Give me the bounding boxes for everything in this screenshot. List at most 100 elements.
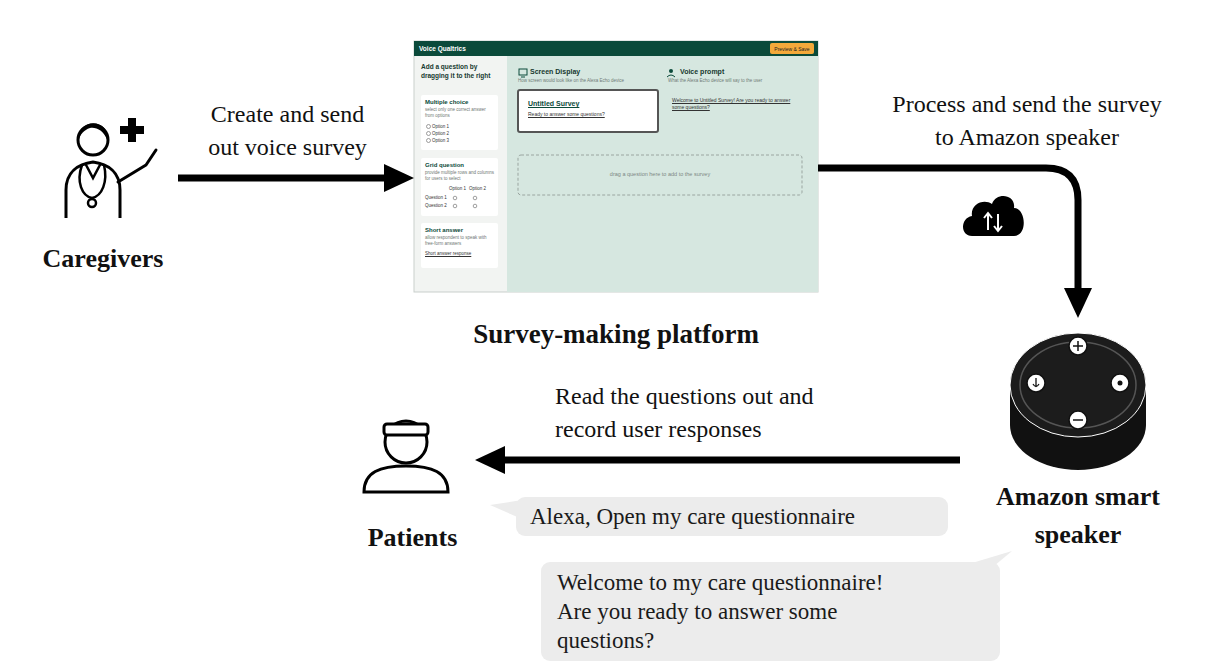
node-label: How screen would look like on the Alexa …: [518, 78, 658, 84]
speaker-button: [1069, 411, 1087, 429]
text-slot: Question 2: [425, 203, 447, 209]
question-card: [421, 223, 498, 268]
patient-figure: Patients: [350, 400, 475, 560]
node-label: allow respondent to speak with free-form…: [425, 235, 495, 246]
speaker-button: [1111, 374, 1129, 392]
text-slot: Short answer: [425, 227, 495, 234]
speaker-top: [1010, 333, 1146, 437]
voice-icon: [667, 75, 675, 77]
radio-circle: [427, 125, 431, 129]
editor-panel: [507, 56, 818, 292]
caregiver-body: [66, 162, 120, 218]
node-label: Patients: [350, 522, 475, 554]
screen-preview-card: Untitled SurveyReady to answer some ques…: [518, 90, 658, 132]
node-label: drag a question here to add to the surve…: [518, 171, 802, 178]
stethoscope: [80, 165, 106, 198]
text-slot: Option 1: [432, 124, 449, 130]
voice-icon: [669, 69, 673, 73]
save-button: [770, 43, 814, 54]
text-slot: Add a question by dragging it to the rig…: [421, 63, 503, 80]
node-label: Multiple choice: [425, 99, 495, 106]
cloud-arrows: [984, 213, 1002, 231]
patient-headband: [384, 424, 428, 435]
speech-bubble: Alexa, Open my care questionnaire: [516, 497, 948, 536]
header-bar: [414, 41, 818, 56]
node-label: Short answer response: [425, 251, 471, 257]
preview-card-frame: [518, 90, 658, 132]
text-slot: drag a question here to add to the surve…: [518, 171, 802, 178]
edge-label: Read the questions out and record user r…: [555, 380, 855, 446]
text-slot: Screen Display: [530, 68, 580, 76]
text-slot: What the Alexa Echo device will say to t…: [668, 78, 808, 84]
drop-zone-frame: [518, 155, 802, 195]
text-slot: Create and send out voice survey: [200, 98, 375, 164]
cloud-icon: [963, 196, 1024, 236]
text-slot: Caregivers: [28, 243, 178, 275]
node-label: Caregivers: [28, 243, 178, 275]
caregiver-hair: [78, 123, 108, 142]
grid-mark: [473, 196, 477, 200]
preview-save-button: Preview & Save: [770, 43, 814, 54]
text-slot: Short answer response: [425, 251, 471, 257]
node-label: Voice prompt: [680, 68, 724, 76]
question-card: [421, 158, 498, 216]
text-slot: select only one correct answer from opti…: [425, 107, 495, 118]
patient-body: [364, 466, 448, 492]
node-label: Ready to answer some questions?: [528, 111, 650, 118]
radio-circle: [427, 132, 431, 136]
text-slot: Multiple choice: [425, 99, 495, 106]
grid-mark: [473, 204, 477, 208]
node-label: select only one correct answer from opti…: [425, 107, 495, 118]
radio-circle: [427, 139, 431, 143]
node-label: Short answer: [425, 227, 495, 234]
grid-mark: [453, 196, 457, 200]
text-slot: Patients: [350, 522, 475, 554]
node-label: provide multiple rows and columns for us…: [425, 170, 495, 181]
node-label: Welcome to my care questionnaire! Are yo…: [557, 568, 902, 655]
node-label: Screen Display: [530, 68, 580, 76]
stethoscope: [88, 199, 96, 207]
speaker-button: [1073, 419, 1083, 421]
text-slot: Option 3: [432, 138, 449, 144]
text-slot: Read the questions out and record user r…: [555, 380, 855, 446]
node-label: Amazon smart speaker: [960, 478, 1196, 554]
speaker-button: [1118, 381, 1123, 386]
node-label: Option 1: [449, 186, 466, 192]
node-label: Question 1: [425, 195, 447, 201]
text-slot: Question 1: [425, 195, 447, 201]
text-slot: Survey-making platform: [414, 318, 818, 350]
node-label: Untitled Survey: [528, 99, 650, 108]
text-slot: Option 2: [469, 186, 486, 192]
node-label: Survey-making platform: [414, 318, 818, 350]
edge-label: Process and send the survey to Amazon sp…: [887, 88, 1167, 154]
survey-platform-screenshot: Survey-making platformVoice QualtricsPre…: [414, 41, 818, 292]
question-sidebar: Add a question by dragging it to the rig…: [414, 56, 507, 292]
node-label: Option 3: [432, 138, 449, 144]
text-slot: Untitled Survey: [528, 99, 650, 108]
node-label: Welcome to Untitled Survey! Are you read…: [672, 97, 800, 111]
caregiver-collar: [85, 163, 101, 178]
speaker-button: [1027, 374, 1045, 392]
text-slot: provide multiple rows and columns for us…: [425, 170, 495, 181]
flow-arrow: [818, 168, 1078, 294]
patient-head: [385, 421, 427, 463]
speaker-button: [1069, 337, 1087, 355]
text-slot: Preview & Save: [770, 46, 814, 52]
text-slot: Grid question: [425, 162, 495, 169]
flow-arrow: [499, 457, 960, 464]
text-slot: Option 1: [449, 186, 466, 192]
node-label: Option 2: [469, 186, 486, 192]
question-card: [421, 95, 498, 150]
speaker-button: [1033, 378, 1039, 387]
caregiver-arm: [118, 150, 156, 182]
editor-panel: Screen DisplayHow screen would look like…: [507, 56, 818, 292]
speech-bubble: Welcome to my care questionnaire! Are yo…: [541, 562, 1000, 661]
text-slot: How screen would look like on the Alexa …: [518, 78, 658, 84]
caregiver-figure: Caregivers: [28, 100, 178, 285]
node-label: Preview & Save: [770, 46, 814, 52]
medical-cross: [120, 126, 144, 134]
node-label: Add a question by dragging it to the rig…: [421, 63, 503, 80]
question-card: Multiple choiceselect only one correct a…: [421, 95, 498, 150]
text-slot: allow respondent to speak with free-form…: [425, 235, 495, 246]
